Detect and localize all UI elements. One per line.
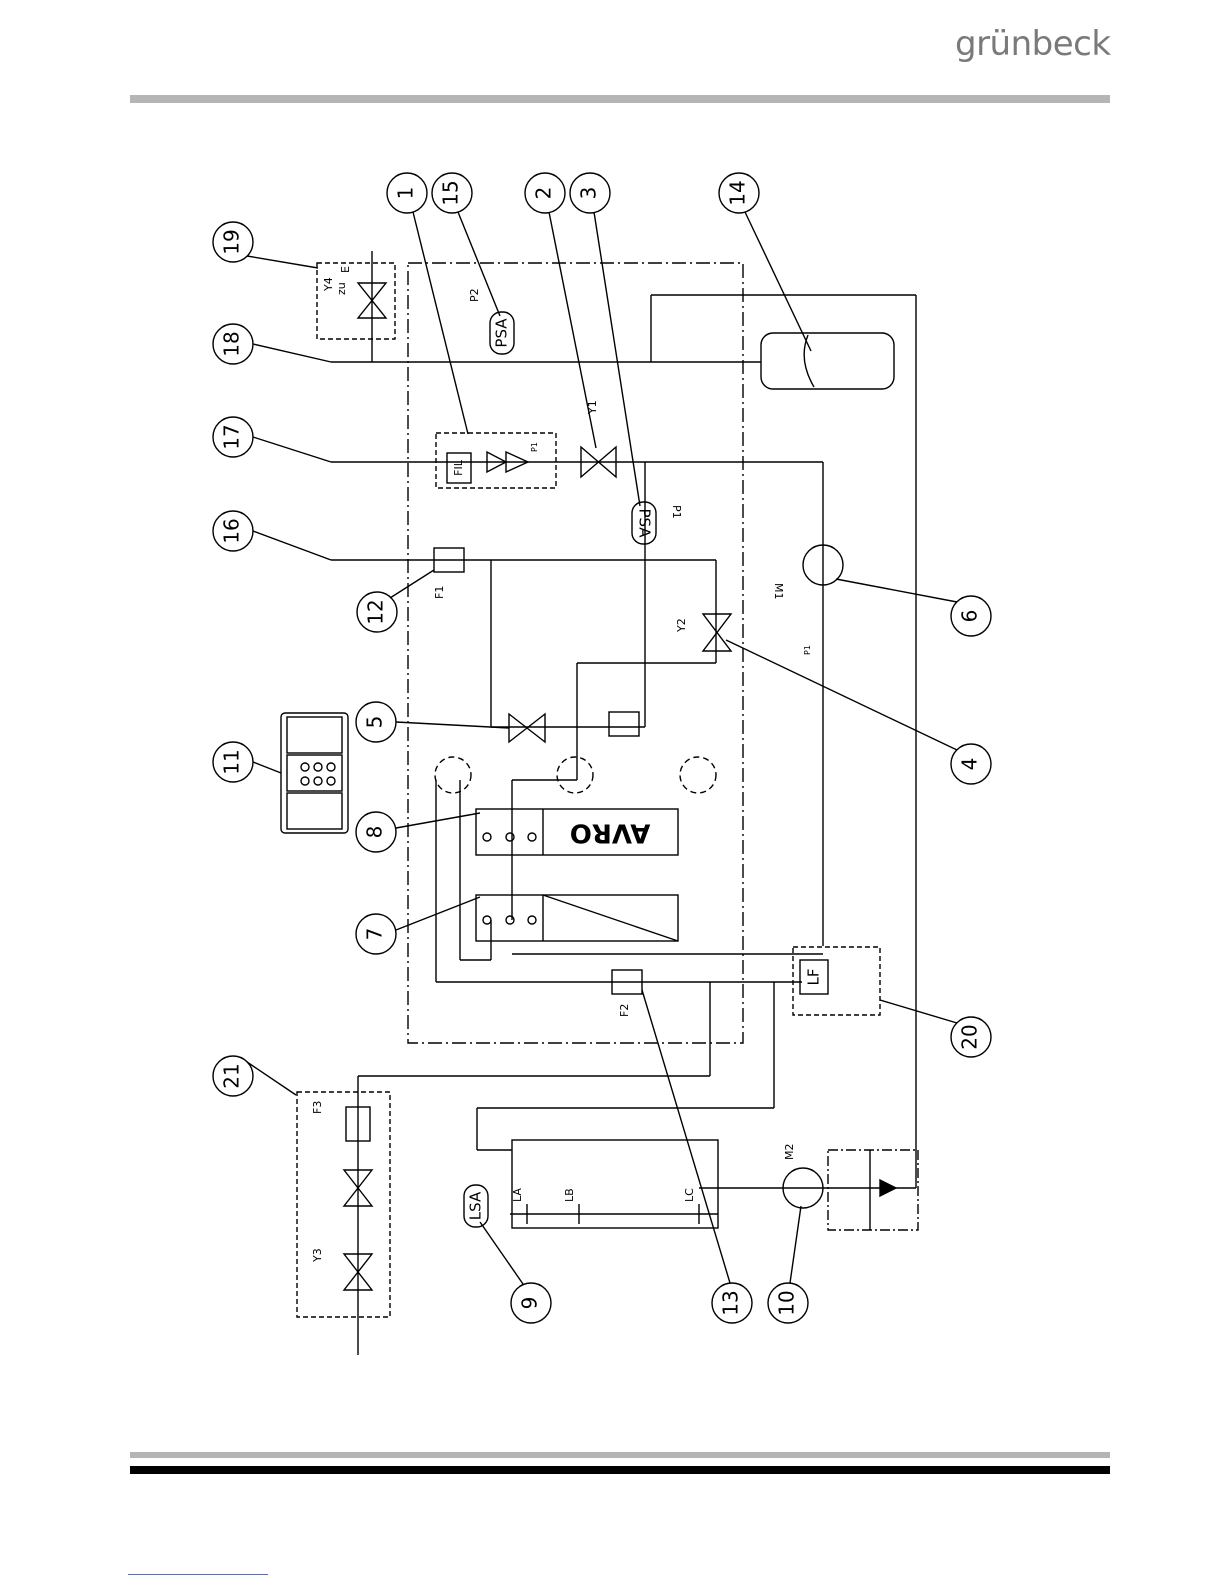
callout-9: 9 (518, 1297, 542, 1310)
callout-3: 3 (577, 187, 601, 200)
callout-10: 10 (775, 1290, 799, 1315)
tag-zu: zu (335, 282, 348, 295)
tag-f2: F2 (618, 1004, 631, 1017)
module-19-box (317, 263, 395, 339)
label-p-small-2: P1 (803, 645, 812, 655)
valve-5 (509, 714, 545, 742)
label-psa-p1: PSA (636, 508, 654, 538)
callout-14: 14 (726, 180, 750, 205)
callout-8: 8 (363, 826, 387, 839)
callout-18: 18 (220, 331, 244, 356)
label-p-small-1: P1 (530, 442, 539, 452)
callout-2: 2 (532, 187, 556, 200)
valve-4 (703, 614, 731, 651)
controller-unit (281, 713, 348, 833)
tag-f1: F1 (433, 586, 446, 599)
tag-p2: P2 (468, 288, 481, 302)
tag-y3: Y3 (311, 1248, 324, 1263)
callout-19: 19 (220, 229, 244, 254)
tag-y2: Y2 (675, 618, 688, 633)
label-lb: LB (563, 1188, 576, 1202)
callout-21: 21 (220, 1063, 244, 1088)
label-la: LA (511, 1188, 524, 1202)
callout-17: 17 (220, 424, 244, 449)
callout-5: 5 (363, 716, 387, 729)
label-psa-p2: PSA (493, 318, 511, 348)
callout-16: 16 (220, 518, 244, 543)
label-fil: FIL (452, 459, 465, 476)
callout-11: 11 (220, 749, 244, 774)
module-21-box (297, 1092, 390, 1317)
unit-boundary (408, 263, 743, 1043)
tag-y4: Y4 (322, 277, 335, 292)
label-avro: AVRO (570, 818, 651, 848)
callout-7: 7 (363, 928, 387, 941)
callout-13: 13 (719, 1290, 743, 1315)
callout-15: 15 (439, 180, 463, 205)
callout-20: 20 (958, 1024, 982, 1049)
label-lf: LF (805, 969, 823, 986)
tag-p1: P1 (670, 505, 683, 519)
callout-4: 4 (958, 758, 982, 771)
callout-6: 6 (958, 610, 982, 623)
callout-1: 1 (394, 187, 418, 200)
storage-tank (512, 1140, 718, 1228)
callout-12: 12 (364, 599, 388, 624)
tag-m1: M1 (772, 583, 785, 600)
label-lsa: LSA (467, 1191, 485, 1220)
label-lc: LC (683, 1188, 696, 1202)
tag-y1: Y1 (586, 400, 599, 415)
tag-e: E (339, 266, 352, 273)
tag-m2: M2 (783, 1144, 796, 1161)
tag-f3: F3 (311, 1101, 324, 1114)
module-bypass-box (828, 1150, 918, 1230)
pressure-vessel (761, 333, 894, 389)
